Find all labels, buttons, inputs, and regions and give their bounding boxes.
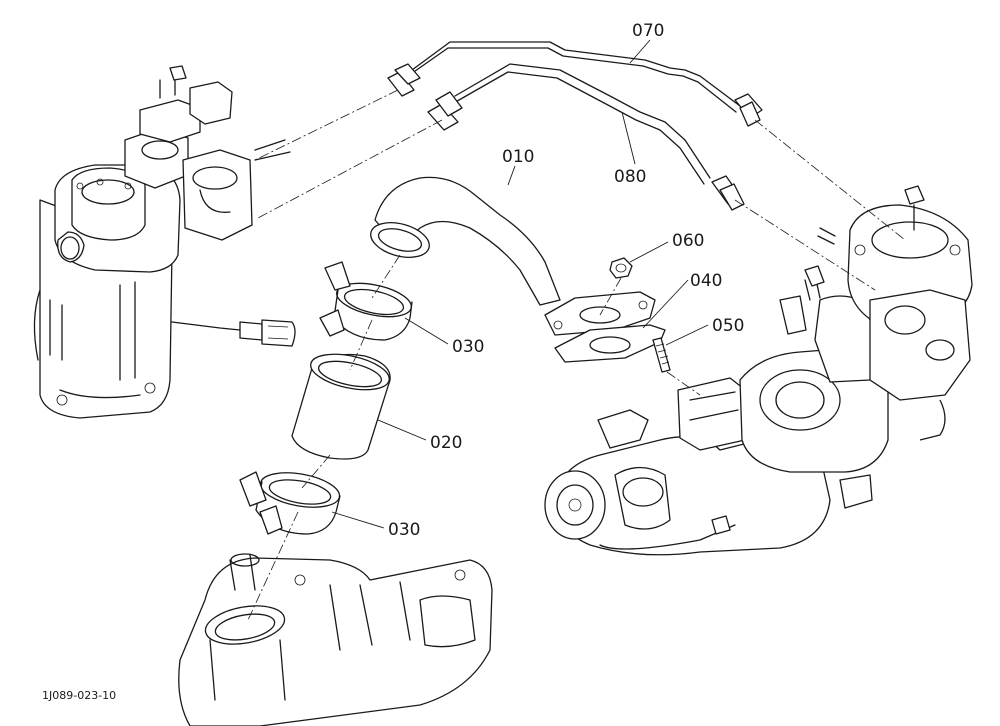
exhaust-manifold [817,185,973,441]
intake-manifold [178,553,493,726]
callout-050: 050 [712,316,744,336]
fuel-pipe-070 [387,41,763,127]
gasket-040 [554,324,666,363]
intake-pipe-010 [370,176,656,336]
callout-080: 080 [614,167,646,187]
callout-060: 060 [672,231,704,251]
callout-020: 020 [430,433,462,453]
injection-pump-assembly [33,65,296,419]
callout-040: 040 [690,271,722,291]
callout-010: 010 [502,147,534,167]
fuel-pipe-080 [427,63,745,211]
alignment-lines [247,89,906,621]
nut-060 [609,257,633,279]
hose-clamp-030-upper [319,261,413,341]
drawing-code: 1J089-023-10 [42,689,116,702]
hose-020 [291,353,391,460]
callout-030-upper: 030 [452,337,484,357]
turbocharger-assembly [544,265,889,556]
callout-labels: 070 080 010 060 040 050 030 020 030 [388,21,744,540]
callout-030-lower: 030 [388,520,420,540]
callout-070: 070 [632,21,664,41]
stud-050 [652,337,671,373]
leader-lines [331,39,709,529]
hose-clamp-030-lower [239,471,341,535]
